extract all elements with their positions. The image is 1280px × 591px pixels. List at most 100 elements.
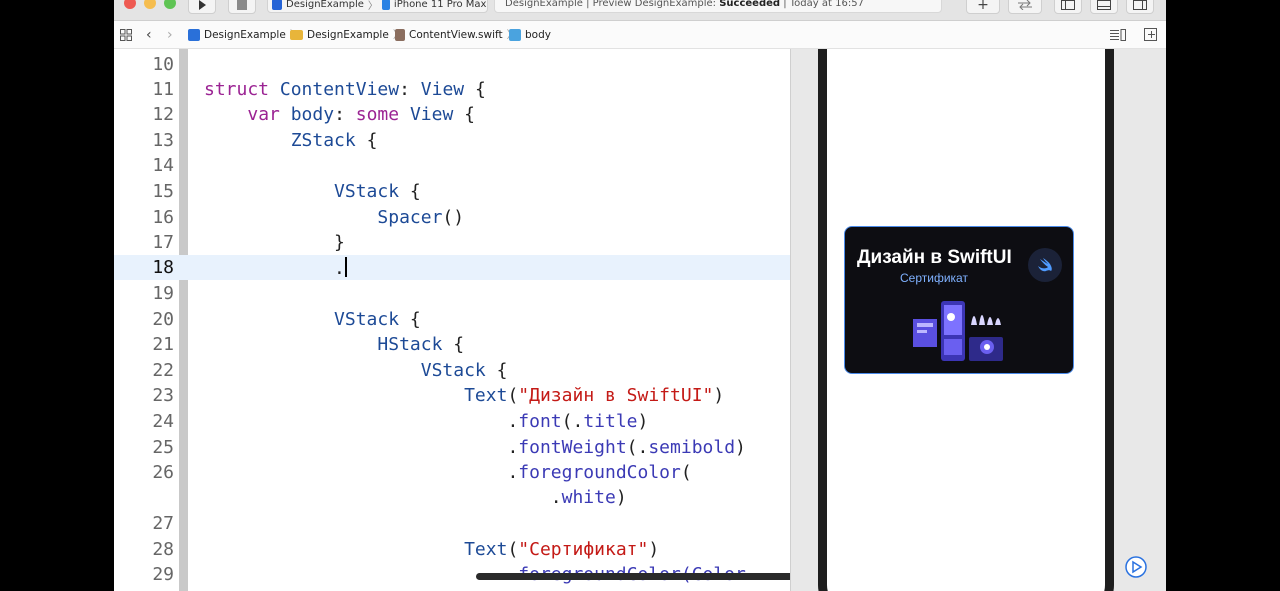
punctuation: (. <box>626 437 649 458</box>
code-line: 27 <box>114 511 790 536</box>
card-title: Дизайн в SwiftUI <box>857 247 1012 268</box>
line-number: 12 <box>152 104 174 125</box>
line-number: 21 <box>152 334 174 355</box>
code-line: 11 struct ContentView: View { <box>114 77 790 102</box>
jump-bar: ‹ › DesignExample 〉 DesignExample 〉 Cont… <box>114 21 1166 49</box>
punctuation: ) <box>637 411 649 432</box>
preview-canvas[interactable]: Дизайн в SwiftUI Сертификат <box>791 49 1166 591</box>
property-icon <box>509 28 521 41</box>
close-window-button[interactable] <box>124 0 136 9</box>
swift-file-icon <box>395 28 405 41</box>
type-name: ZStack <box>290 130 356 151</box>
scheme-target-label: DesignExample <box>286 0 364 10</box>
zoom-window-button[interactable] <box>164 0 176 9</box>
argument: title <box>583 411 638 432</box>
type-name: View <box>420 79 465 100</box>
code-line: 13 ZStack { <box>114 128 790 153</box>
type-name: Spacer <box>377 207 443 228</box>
add-library-button[interactable]: + <box>966 0 1000 14</box>
breadcrumb-project[interactable]: DesignExample 〉 <box>188 21 300 48</box>
code-line: 25 .fontWeight(.semibold) <box>114 435 790 460</box>
swift-logo-icon <box>1028 248 1062 282</box>
text-cursor <box>344 257 347 277</box>
breadcrumb-label: DesignExample <box>307 28 389 41</box>
stop-button[interactable] <box>228 0 256 14</box>
type-name: VStack <box>420 360 486 381</box>
xcode-window: DesignExample 〉 iPhone 11 Pro Max Design… <box>114 0 1166 591</box>
code-line: 12 var body: some View { <box>114 102 790 127</box>
keyword: struct <box>204 79 270 100</box>
certificate-card-preview[interactable]: Дизайн в SwiftUI Сертификат <box>844 226 1074 374</box>
type-name: VStack <box>334 181 400 202</box>
code-line: 17 } <box>114 230 790 255</box>
activity-status: DesignExample | Preview DesignExample: S… <box>494 0 942 13</box>
split-divider[interactable] <box>790 49 791 591</box>
related-items-button[interactable] <box>120 21 132 48</box>
add-editor-button[interactable] <box>1144 21 1157 48</box>
run-button[interactable] <box>188 0 216 14</box>
code-line: 22 VStack { <box>114 358 790 383</box>
keyword: var <box>247 104 280 125</box>
chevron-left-icon: ‹ <box>146 26 152 43</box>
argument: semibold <box>648 437 736 458</box>
punctuation: { <box>485 360 508 381</box>
line-number: 27 <box>152 513 174 534</box>
toolbar: DesignExample 〉 iPhone 11 Pro Max Design… <box>114 0 1166 21</box>
punctuation: ( <box>507 385 519 406</box>
toggle-debug-area-button[interactable] <box>1090 0 1118 14</box>
method-name: foregroundColor <box>518 462 681 483</box>
punctuation: ( <box>507 539 519 560</box>
code-review-button[interactable] <box>1008 0 1042 14</box>
breadcrumb-group[interactable]: DesignExample 〉 <box>290 21 403 48</box>
punctuation: { <box>442 334 465 355</box>
type-name: Text <box>464 385 508 406</box>
scheme-selector[interactable]: DesignExample 〉 iPhone 11 Pro Max <box>267 0 488 13</box>
status-suffix: | Today at 16:57 <box>780 0 864 9</box>
breadcrumb-file[interactable]: ContentView.swift 〉 <box>395 21 517 48</box>
minimize-window-button[interactable] <box>144 0 156 9</box>
line-number: 23 <box>152 385 174 406</box>
code-line: 19 <box>114 281 790 306</box>
forward-button[interactable]: › <box>167 21 173 48</box>
punctuation: ) <box>648 539 660 560</box>
punctuation: (. <box>561 411 584 432</box>
punctuation: . <box>334 258 345 279</box>
plus-icon: + <box>977 0 989 13</box>
code-line: 14 <box>114 153 790 178</box>
device-icon <box>381 0 390 10</box>
line-number: 17 <box>152 232 174 253</box>
editor-options-button[interactable] <box>1110 21 1126 48</box>
line-number: 19 <box>152 283 174 304</box>
source-editor[interactable]: 10 11 struct ContentView: View { 12 var … <box>114 49 790 591</box>
punctuation: { <box>399 181 421 202</box>
toggle-navigator-button[interactable] <box>1054 0 1082 14</box>
status-state: Succeeded <box>719 0 781 9</box>
chevron-right-icon: › <box>167 26 173 43</box>
code-line: 20 VStack { <box>114 307 790 332</box>
arrows-swap-icon <box>1018 0 1032 10</box>
type-name: HStack <box>377 334 443 355</box>
punctuation: . <box>507 462 519 483</box>
code-line: 23 Text("Дизайн в SwiftUI") <box>114 383 790 408</box>
folder-icon <box>290 29 303 40</box>
back-button[interactable]: ‹ <box>146 21 152 48</box>
code-line: 16 Spacer() <box>114 205 790 230</box>
panel-bottom-icon <box>1097 0 1111 10</box>
punctuation: { <box>399 309 421 330</box>
identifier: body <box>279 104 335 125</box>
chevron-right-icon: 〉 <box>367 1 378 12</box>
code-line: 10 <box>114 52 790 77</box>
punctuation: ( <box>680 462 692 483</box>
punctuation: : <box>334 104 356 125</box>
toggle-inspector-button[interactable] <box>1126 0 1154 14</box>
line-number: 22 <box>152 360 174 381</box>
code-line: 21 HStack { <box>114 332 790 357</box>
punctuation: . <box>550 487 562 508</box>
live-preview-button[interactable] <box>1124 555 1148 583</box>
horizontal-scrollbar[interactable] <box>476 573 790 580</box>
argument: white <box>561 487 616 508</box>
breadcrumb-symbol[interactable]: body <box>509 21 551 48</box>
code-line: 15 VStack { <box>114 179 790 204</box>
line-number: 24 <box>152 411 174 432</box>
code-folding-ribbon[interactable] <box>179 49 188 591</box>
